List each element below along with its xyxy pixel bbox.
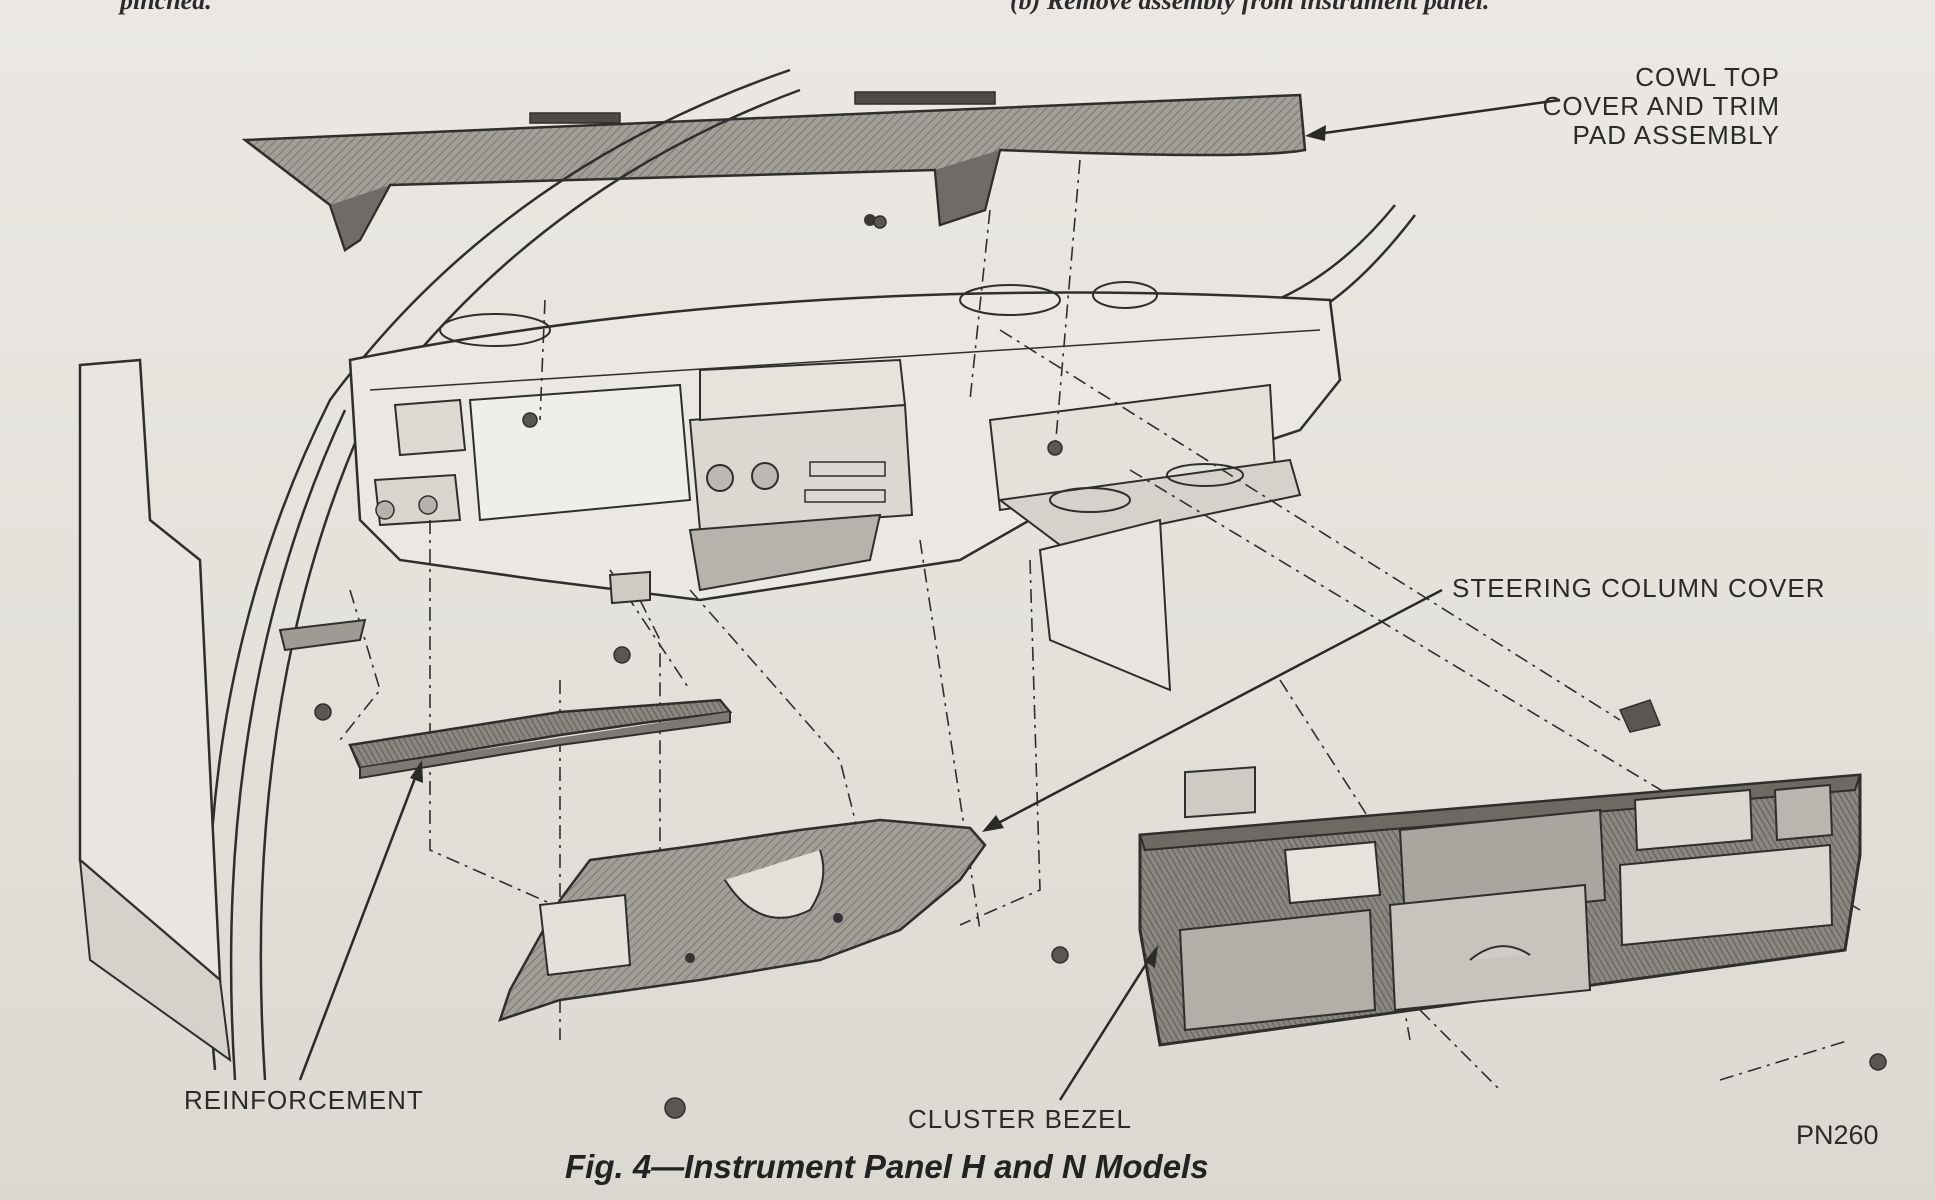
label-cowl-top-cover: COWL TOP COVER AND TRIM PAD ASSEMBLY — [1530, 63, 1780, 150]
label-cowl-top-line-2: COVER AND TRIM — [1542, 91, 1780, 121]
header-text-left: pinched. — [120, 0, 212, 15]
header-text-right: (b) Remove assembly from instrument pane… — [1010, 0, 1490, 15]
instrument-panel-base — [348, 281, 1342, 692]
screws — [314, 215, 1887, 1119]
cluster-bezel — [1138, 766, 1862, 1047]
label-steering-column-cover: STEERING COLUMN COVER — [1452, 573, 1826, 603]
steering-column-cover — [498, 818, 987, 1022]
figure-caption: Fig. 4—Instrument Panel H and N Models — [565, 1148, 1209, 1185]
callout-arrowheads — [410, 125, 1326, 968]
label-cowl-top-line-3: PAD ASSEMBLY — [1572, 120, 1780, 150]
body-side-panel — [78, 358, 232, 1063]
callout-leaders — [298, 98, 1561, 1101]
figure-code: PN260 — [1796, 1120, 1879, 1150]
label-cowl-top-line-1: COWL TOP — [1635, 62, 1780, 92]
cowl-top-cover — [241, 91, 1307, 252]
label-reinforcement: REINFORCEMENT — [184, 1085, 424, 1115]
label-cluster-bezel: CLUSTER BEZEL — [908, 1104, 1132, 1134]
reinforcement-bar — [278, 570, 733, 780]
